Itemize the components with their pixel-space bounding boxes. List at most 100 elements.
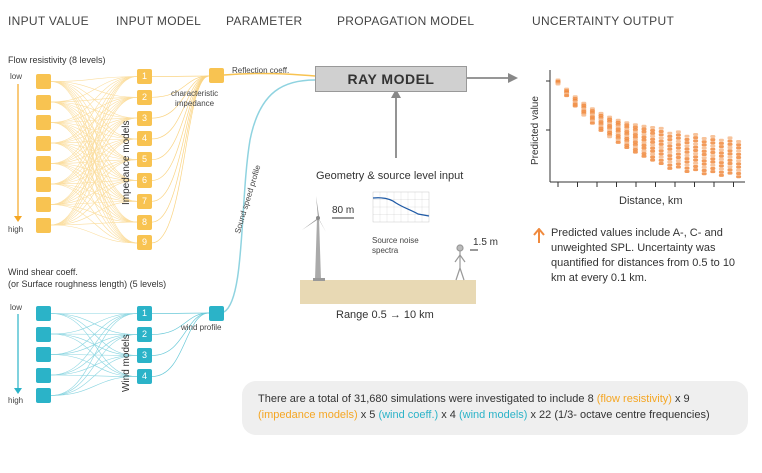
prediction-point bbox=[650, 140, 656, 144]
prediction-point bbox=[693, 132, 699, 136]
flow-resistivity-title: Flow resistivity (8 levels) bbox=[8, 55, 106, 65]
wind-low-label: low bbox=[10, 303, 23, 312]
prediction-point bbox=[658, 152, 664, 156]
prediction-point bbox=[658, 130, 664, 134]
prediction-point bbox=[701, 169, 707, 173]
prediction-point bbox=[667, 163, 673, 167]
prediction-point bbox=[736, 140, 742, 144]
prediction-point bbox=[675, 165, 681, 169]
prediction-point bbox=[667, 166, 673, 170]
geometry-up-arrow-icon bbox=[391, 89, 401, 98]
prediction-point bbox=[727, 136, 733, 140]
header-input-model: INPUT MODEL bbox=[116, 14, 202, 28]
prediction-point bbox=[736, 156, 742, 160]
ray-model-box: RAY MODEL bbox=[315, 66, 467, 92]
prediction-point bbox=[632, 150, 638, 154]
prediction-point bbox=[684, 141, 690, 145]
prediction-point bbox=[589, 121, 595, 125]
prediction-point bbox=[624, 125, 630, 129]
impedance-model-8: 8 bbox=[137, 214, 152, 230]
prediction-point bbox=[718, 164, 724, 168]
flow-input-level bbox=[36, 94, 51, 110]
prediction-point bbox=[727, 142, 733, 146]
prediction-point bbox=[675, 130, 681, 134]
prediction-point bbox=[718, 157, 724, 161]
prediction-point bbox=[701, 140, 707, 144]
prediction-point bbox=[684, 137, 690, 141]
prediction-point bbox=[693, 139, 699, 143]
prediction-point bbox=[675, 136, 681, 140]
flow-input-level bbox=[36, 176, 51, 192]
prediction-point bbox=[650, 155, 656, 159]
prediction-point bbox=[727, 162, 733, 166]
prediction-point bbox=[693, 168, 699, 172]
prediction-point bbox=[641, 146, 647, 150]
prediction-point bbox=[727, 165, 733, 169]
prediction-point bbox=[632, 133, 638, 137]
y-axis-label: Predicted value bbox=[530, 96, 541, 165]
prediction-point bbox=[693, 155, 699, 159]
source-noise-spectra-plot bbox=[372, 191, 430, 223]
prediction-point bbox=[667, 144, 673, 148]
prediction-point bbox=[564, 94, 570, 98]
prediction-point bbox=[667, 134, 673, 138]
prediction-point bbox=[718, 141, 724, 145]
prediction-point bbox=[718, 154, 724, 158]
geometry-scene bbox=[300, 191, 478, 304]
prediction-point bbox=[675, 152, 681, 156]
prediction-point bbox=[710, 160, 716, 164]
prediction-point bbox=[675, 162, 681, 166]
flow-high-label: high bbox=[8, 225, 24, 234]
prediction-point bbox=[727, 158, 733, 162]
prediction-point bbox=[581, 113, 587, 117]
reflection-coeff-label: Reflection coeff. bbox=[232, 66, 290, 75]
wind-profile-label: wind profile bbox=[181, 323, 222, 332]
prediction-point bbox=[710, 134, 716, 138]
header-input-value: INPUT VALUE bbox=[8, 14, 89, 28]
prediction-point bbox=[693, 164, 699, 168]
prediction-point bbox=[667, 154, 673, 158]
simulation-summary: There are a total of 31,680 simulations … bbox=[242, 381, 748, 435]
prediction-point bbox=[624, 146, 630, 150]
wind-input-level bbox=[36, 388, 51, 403]
prediction-point bbox=[658, 158, 664, 162]
receiver-height-label: 1.5 m bbox=[473, 237, 499, 248]
prediction-point bbox=[658, 146, 664, 150]
prediction-point bbox=[710, 150, 716, 154]
prediction-point bbox=[632, 125, 638, 129]
prediction-point bbox=[736, 152, 742, 156]
impedance-models-label: Impedance models bbox=[121, 120, 132, 206]
prediction-point bbox=[650, 137, 656, 141]
prediction-point bbox=[632, 138, 638, 142]
prediction-point bbox=[684, 153, 690, 157]
characteristic-impedance-node bbox=[209, 68, 224, 83]
prediction-point bbox=[727, 168, 733, 172]
output-arrow-icon bbox=[508, 73, 518, 83]
prediction-point bbox=[718, 173, 724, 177]
prediction-point bbox=[684, 169, 690, 173]
prediction-point bbox=[675, 143, 681, 147]
prediction-point bbox=[667, 157, 673, 161]
prediction-point bbox=[710, 144, 716, 148]
wind-models-label: Wind models bbox=[121, 334, 132, 392]
prediction-point bbox=[641, 141, 647, 145]
impedance-model-6: 6 bbox=[137, 173, 152, 188]
prediction-point bbox=[684, 144, 690, 148]
impedance-model-9: 9 bbox=[137, 235, 152, 251]
prediction-point bbox=[675, 149, 681, 153]
prediction-point bbox=[675, 139, 681, 143]
prediction-point bbox=[675, 159, 681, 163]
prediction-point bbox=[658, 133, 664, 137]
wind-shear-title: Wind shear coeff. bbox=[8, 267, 78, 277]
prediction-point bbox=[693, 158, 699, 162]
prediction-point bbox=[650, 131, 656, 135]
prediction-point bbox=[701, 172, 707, 176]
prediction-point bbox=[718, 145, 724, 149]
prediction-point bbox=[632, 148, 638, 152]
prediction-point bbox=[624, 132, 630, 136]
prediction-point bbox=[727, 139, 733, 143]
prediction-point bbox=[658, 136, 664, 140]
sound-speed-profile-line bbox=[223, 79, 316, 313]
impedance-model-2: 2 bbox=[137, 89, 152, 105]
prediction-point bbox=[710, 170, 716, 174]
